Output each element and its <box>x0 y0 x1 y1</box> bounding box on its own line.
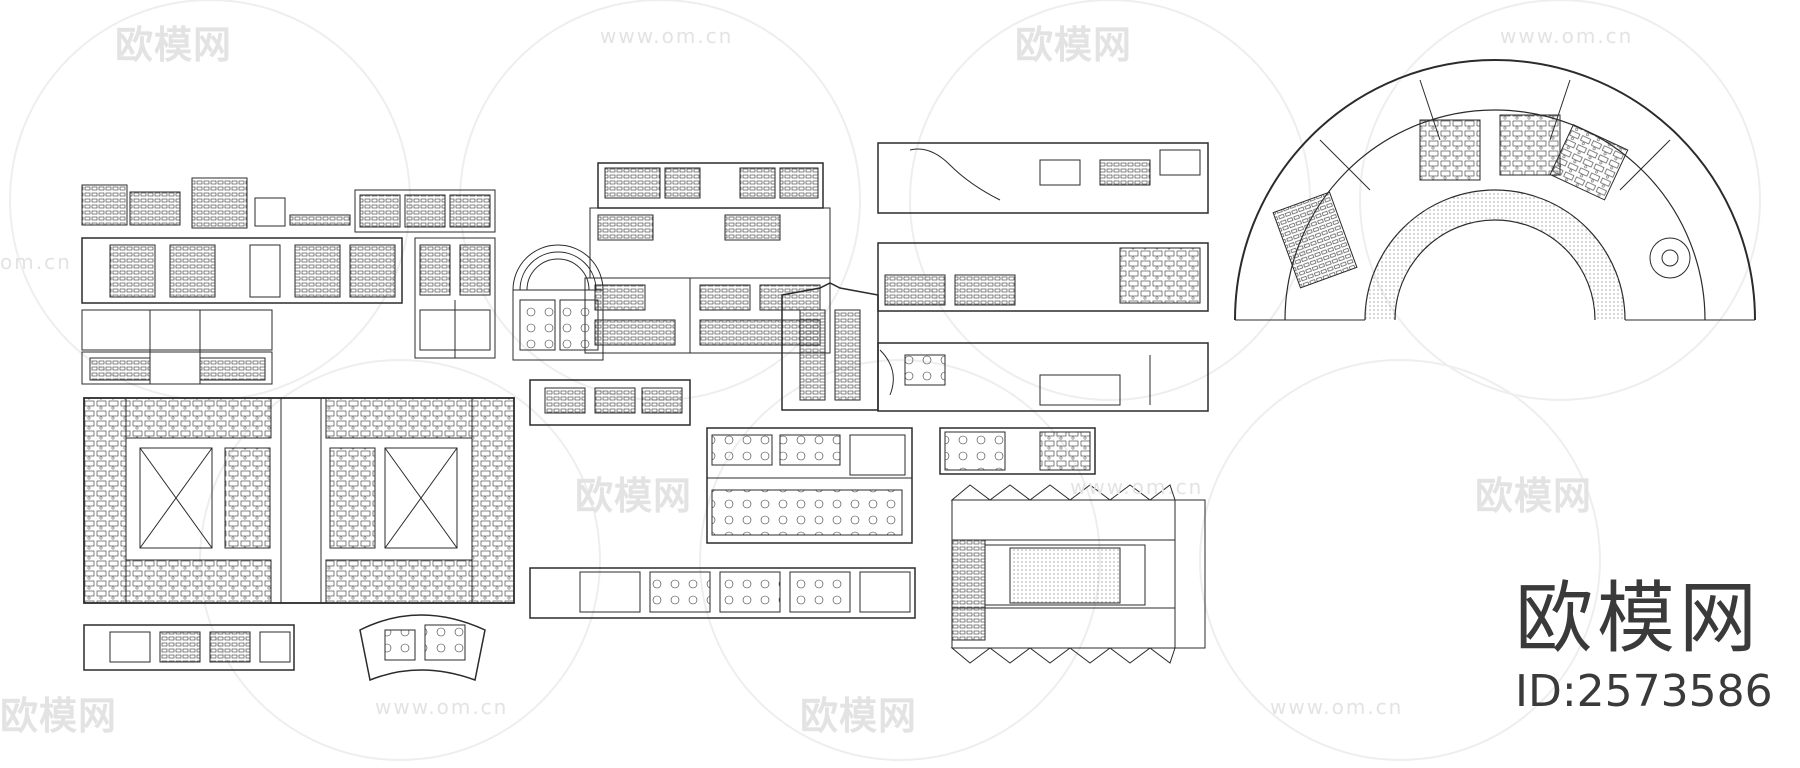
watermark-url: www.om.cn <box>1070 475 1204 499</box>
watermark-logo: 欧模网 <box>1015 23 1133 67</box>
floor-plan-h <box>83 624 295 671</box>
floor-plan-a <box>81 177 496 385</box>
watermark-url: www.om.cn <box>375 695 509 719</box>
brand-name: 欧模网 <box>1515 574 1762 664</box>
watermark-url: www.om.cn <box>1270 695 1404 719</box>
floor-plan-l <box>877 142 1209 214</box>
watermark-url-partial: om.cn <box>0 250 72 274</box>
floor-plan-c <box>512 244 604 361</box>
floor-plan-q <box>1234 59 1756 321</box>
brand-id-label: ID:2573586 <box>1515 666 1773 717</box>
floor-plan-p <box>950 484 1206 664</box>
floor-plan-i <box>359 614 486 682</box>
watermark-logo: 欧模网 <box>800 694 918 738</box>
floor-plan-n <box>877 342 1209 412</box>
floor-plan-o <box>939 427 1096 475</box>
floor-plan-b <box>414 237 496 359</box>
watermark-url: www.om.cn <box>600 24 734 48</box>
watermark-logo: 欧模网 <box>115 23 233 67</box>
watermark-logo-partial: 欧模网 <box>0 694 118 738</box>
watermark-logo: 欧模网 <box>1475 474 1593 518</box>
floor-plan-e <box>781 282 879 411</box>
floor-plan-j <box>706 427 913 544</box>
floor-plan-k <box>529 567 916 619</box>
floor-plan-m <box>877 242 1209 312</box>
watermark-url: www.om.cn <box>1500 24 1634 48</box>
floor-plan-f <box>529 379 691 426</box>
floor-plan-d <box>584 162 831 354</box>
watermark-logo: 欧模网 <box>575 474 693 518</box>
floor-plan-g <box>83 397 515 604</box>
